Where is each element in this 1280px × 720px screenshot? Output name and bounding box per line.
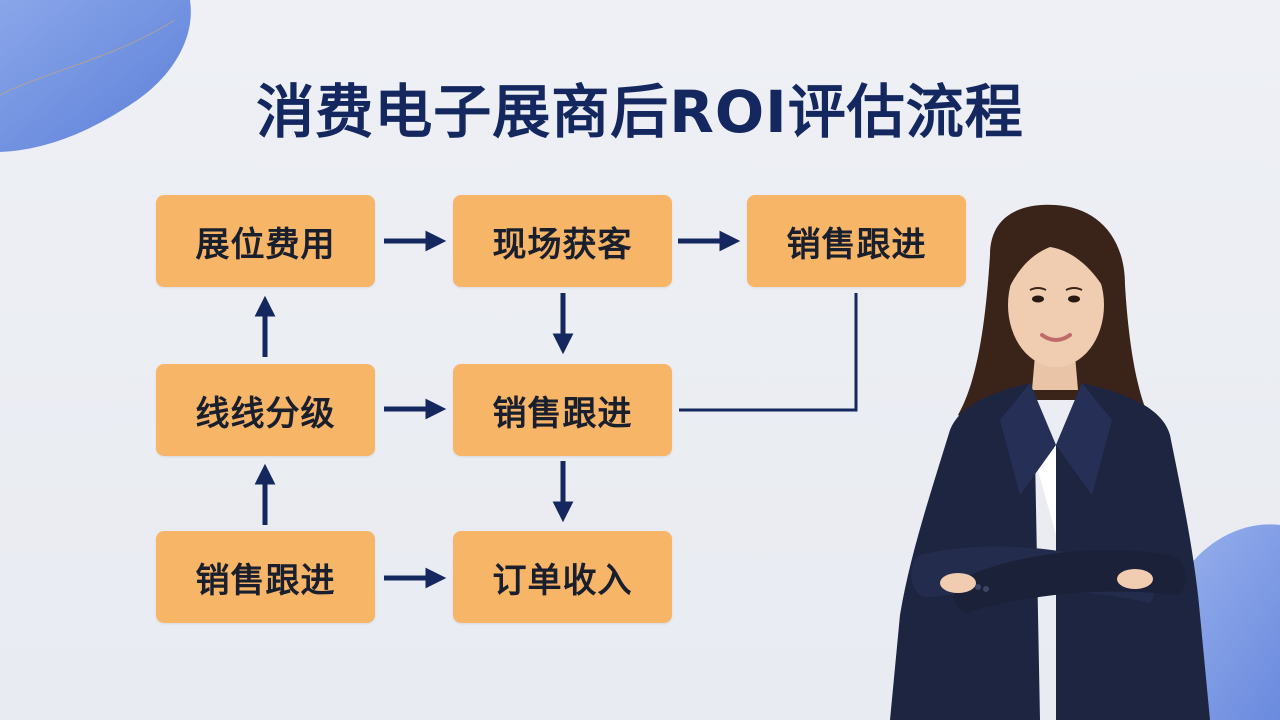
connector-followup-top-to-mid	[679, 293, 858, 412]
node-label: 销售跟进	[786, 224, 927, 265]
node-sales-followup-mid: 销售跟进	[453, 364, 672, 456]
presenter-image	[890, 204, 1210, 720]
node-booth-cost: 展位费用	[156, 195, 375, 287]
node-label: 现场获客	[492, 224, 633, 265]
node-sales-followup-bottom: 销售跟进	[156, 531, 375, 623]
node-order-revenue: 订单收入	[453, 531, 672, 623]
node-label: 订单收入	[492, 560, 633, 601]
node-lead-grading: 线线分级	[156, 364, 375, 456]
node-label: 线线分级	[195, 393, 336, 434]
top-left-blob	[0, 0, 191, 152]
node-onsite-leads: 现场获客	[453, 195, 672, 287]
page-title: 消费电子展商后ROI评估流程	[256, 78, 1024, 146]
node-sales-followup-top: 销售跟进	[747, 195, 966, 287]
node-label: 展位费用	[195, 224, 336, 265]
node-label: 销售跟进	[195, 560, 336, 601]
node-label: 销售跟进	[492, 393, 633, 434]
